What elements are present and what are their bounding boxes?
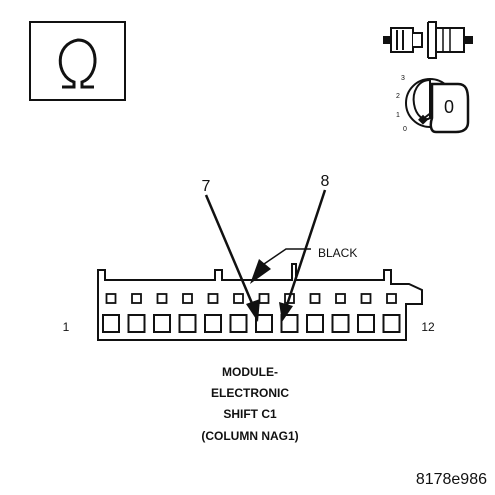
ignition-position-3: 3 xyxy=(401,75,405,82)
pin-8-arrowhead xyxy=(279,302,293,322)
pin-number-right: 12 xyxy=(421,320,435,334)
terminal-cavity xyxy=(127,314,146,333)
terminal-cavity xyxy=(306,314,324,333)
color-leader-line xyxy=(263,248,311,265)
ohm-symbol-icon xyxy=(29,21,126,101)
upper-cavity xyxy=(386,293,397,304)
figure-id: 8178e986 xyxy=(416,471,487,488)
ignition-position-2: 2 xyxy=(396,93,400,100)
disconnected-connector-icon xyxy=(383,21,473,59)
upper-cavity xyxy=(207,293,219,304)
terminal-cavity xyxy=(153,314,171,333)
upper-cavity xyxy=(335,293,346,304)
upper-cavity xyxy=(182,293,193,304)
upper-cavity xyxy=(309,293,321,304)
upper-cavity xyxy=(233,293,244,304)
terminal-cavity xyxy=(178,314,197,333)
connector-name-line-4: (COLUMN NAG1) xyxy=(201,429,298,443)
lower-cavity-row xyxy=(102,314,401,333)
connector-housing xyxy=(97,263,423,341)
pin-callout-7: 7 xyxy=(202,178,211,195)
ignition-position-1: 1 xyxy=(396,112,400,119)
connector-name: MODULE- ELECTRONIC SHIFT C1 (COLUMN NAG1… xyxy=(201,365,298,443)
terminal-cavity xyxy=(255,314,273,333)
terminal-cavity xyxy=(102,314,120,333)
pin-8-leader xyxy=(284,189,327,309)
pin-7-leader xyxy=(204,194,256,309)
key-position-label: 0 xyxy=(444,97,454,117)
pin-number-left: 1 xyxy=(63,320,70,334)
connector-color-label: BLACK xyxy=(318,246,357,260)
terminal-cavity xyxy=(357,314,375,333)
terminal-cavity xyxy=(280,314,299,333)
terminal-cavity xyxy=(331,314,350,333)
connector-name-line-3: SHIFT C1 xyxy=(223,407,277,421)
terminal-cavity xyxy=(229,314,248,333)
pin-7-arrowhead xyxy=(246,299,260,322)
connector-name-line-2: ELECTRONIC xyxy=(211,386,289,400)
color-leader-arrowhead xyxy=(250,259,271,284)
terminal-cavity xyxy=(382,314,401,333)
upper-cavity xyxy=(105,293,117,304)
upper-cavity xyxy=(360,293,372,304)
pin-callout-8: 8 xyxy=(321,173,330,190)
ignition-key-switch-icon: 0 3 2 1 0 xyxy=(396,75,470,134)
upper-cavity xyxy=(156,293,168,304)
ignition-position-0: 0 xyxy=(403,126,407,133)
upper-cavity xyxy=(131,293,142,304)
upper-cavity xyxy=(258,293,270,304)
terminal-cavity xyxy=(204,314,222,333)
connector-name-line-1: MODULE- xyxy=(222,365,278,379)
